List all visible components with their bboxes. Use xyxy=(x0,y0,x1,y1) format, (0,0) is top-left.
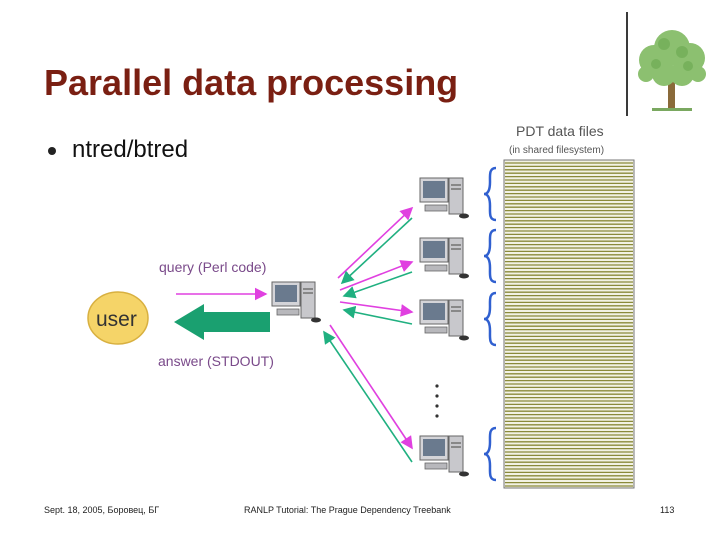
slide-title: Parallel data processing xyxy=(44,62,459,103)
query-label: query (Perl code) xyxy=(159,259,266,275)
user-node xyxy=(87,291,149,345)
worker-computer-icon xyxy=(419,177,470,219)
query-arrow xyxy=(337,206,414,279)
brace-icon xyxy=(483,228,497,284)
footer-page-number: 113 xyxy=(660,505,675,515)
title-divider xyxy=(626,12,628,116)
worker-computer-icon xyxy=(419,435,470,477)
answer-arrow xyxy=(342,305,413,325)
ellipsis-dot xyxy=(435,404,439,408)
query-arrow xyxy=(329,324,413,450)
query-arrow xyxy=(339,301,414,317)
footer-center: RANLP Tutorial: The Prague Dependency Tr… xyxy=(244,505,451,515)
answer-arrow xyxy=(342,271,413,299)
ellipsis-dot xyxy=(435,414,439,418)
footer-left: Sept. 18, 2005, Боровец, БГ xyxy=(44,505,160,515)
brace-icon xyxy=(483,291,497,347)
answer-label: answer (STDOUT) xyxy=(158,353,274,369)
answer-arrow xyxy=(323,330,413,463)
bullet-marker xyxy=(48,147,56,155)
bullet-text: ntred/btred xyxy=(72,136,189,163)
brace-icon xyxy=(483,166,497,222)
worker-computer-icon xyxy=(419,299,470,341)
files-subtitle: (in shared filesystem) xyxy=(509,145,604,156)
brace-icon xyxy=(483,426,497,482)
files-title: PDT data files xyxy=(516,123,604,139)
ellipsis-dot xyxy=(435,384,439,388)
tree-logo-icon xyxy=(638,30,706,111)
answer-arrow xyxy=(340,217,413,285)
worker-computer-icon xyxy=(419,237,470,279)
central-computer-icon xyxy=(271,281,322,323)
ellipsis-dot xyxy=(435,394,439,398)
query-arrow xyxy=(339,260,414,291)
data-files-stack xyxy=(503,159,635,489)
answer-big-arrow xyxy=(174,304,270,340)
user-label: user xyxy=(96,308,137,331)
